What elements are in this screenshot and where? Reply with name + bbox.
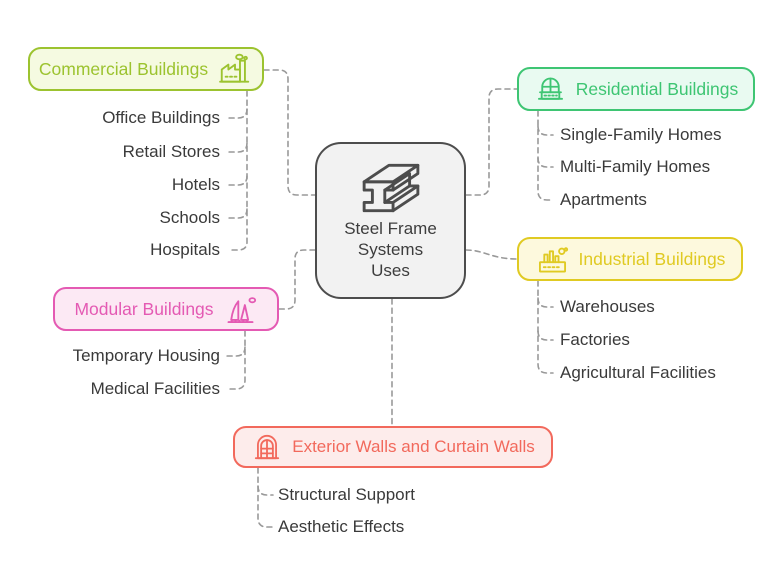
center-node-steel-frame-systems-uses: Steel Frame Systems Uses [315,142,466,299]
leaf-office-buildings: Office Buildings [102,108,220,127]
leaf-apartments: Apartments [560,190,647,209]
node-label: Exterior Walls and Curtain Walls [292,437,535,456]
leaf-schools: Schools [159,208,220,227]
center-title-line: Uses [371,260,410,280]
leaf-structural-support: Structural Support [278,485,416,504]
connector-exterior-items-trunk [257,467,274,528]
steel-beam-icon [360,161,422,215]
node-residential-buildings: Residential Buildings [517,67,755,111]
connector-industrial-item-elbow [537,330,554,341]
connector-center-to-residential [465,88,518,196]
modular-towers-icon [223,294,258,325]
node-label: Industrial Buildings [578,248,726,269]
connector-residential-item-elbow [537,125,554,136]
connector-residential-items-trunk [537,110,554,201]
connector-exterior-item-elbow [257,485,274,496]
leaf-retail-stores: Retail Stores [122,142,220,161]
connector-commercial-item-elbow [227,108,248,119]
connector-commercial-items-trunk [227,90,248,251]
node-industrial-buildings: Industrial Buildings [517,237,743,281]
center-title-line: Systems [357,239,424,259]
node-commercial-buildings: Commercial Buildings [28,47,264,91]
node-exterior-walls-and-curtain-walls: Exterior Walls and Curtain Walls [233,426,553,468]
leaf-agricultural-facilities: Agricultural Facilities [560,363,716,382]
connector-commercial-item-elbow [227,175,248,186]
leaf-temporary-housing: Temporary Housing [72,346,220,365]
leaf-hospitals: Hospitals [150,240,220,259]
connector-commercial-item-elbow [227,208,248,219]
connector-modular-items-trunk [225,330,246,390]
connector-industrial-item-elbow [537,297,554,308]
connector-industrial-items-trunk [537,280,554,374]
arched-window-icon [251,431,283,463]
node-label: Commercial Buildings [38,58,209,79]
leaf-warehouses: Warehouses [560,297,655,316]
connector-residential-item-elbow [537,157,554,168]
leaf-single-family-homes: Single-Family Homes [560,125,722,144]
connector-modular-item-elbow [225,346,246,357]
connector-center-to-industrial [465,249,518,260]
node-modular-buildings: Modular Buildings [53,287,279,331]
leaf-multi-family-homes: Multi-Family Homes [560,157,711,176]
factory-smoke-icon [217,53,253,85]
leaf-medical-facilities: Medical Facilities [90,379,220,398]
arched-building-icon [534,73,567,106]
leaf-hotels: Hotels [171,175,220,194]
center-title-line: Steel Frame [344,218,437,238]
node-label: Residential Buildings [575,78,739,99]
node-label: Modular Buildings [74,298,214,319]
connector-commercial-to-center [263,69,316,196]
leaf-factories: Factories [560,330,630,349]
connector-commercial-item-elbow [227,142,248,153]
connector-center-to-modular [278,249,316,310]
leaf-aesthetic-effects: Aesthetic Effects [278,517,405,536]
factory-chart-icon [535,244,570,275]
center-title: Steel Frame Systems Uses [344,218,437,281]
